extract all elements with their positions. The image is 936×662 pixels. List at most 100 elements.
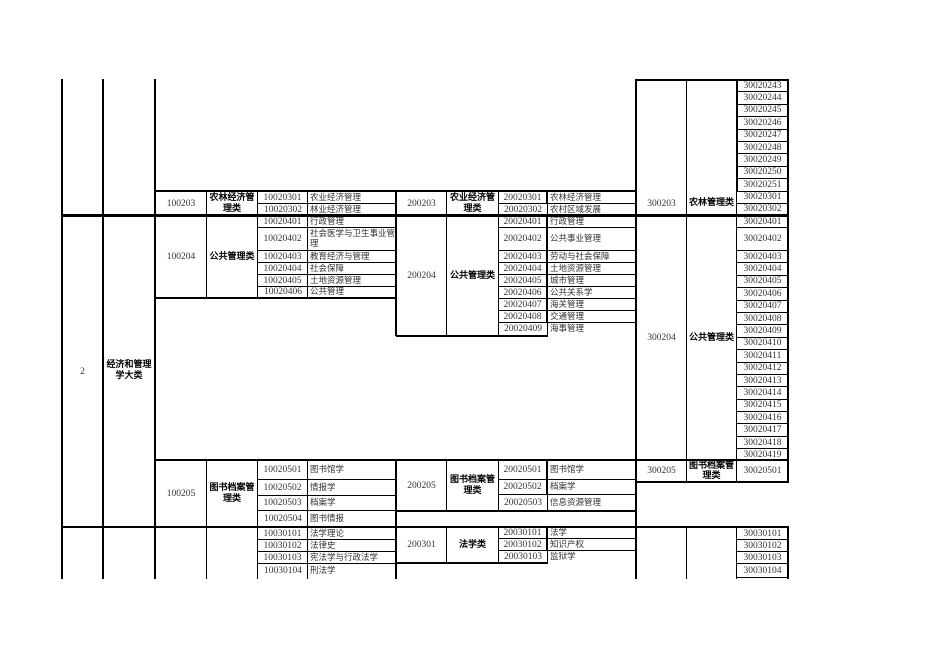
- c2-major-code: 20020407: [499, 299, 547, 311]
- c3-code-cell: 30020501: [743, 466, 782, 476]
- border-c3-name: [736, 527, 737, 579]
- border-c2-code: [446, 191, 447, 215]
- border-c2-name: [498, 461, 499, 511]
- c2-major-name: 土地资源管理: [547, 263, 636, 275]
- c3-code-cell: 30020249: [737, 154, 788, 167]
- c1-category-name: 农林经济管理类: [209, 192, 255, 214]
- border-c3-code: [686, 79, 687, 482]
- border-c3-right: [787, 527, 789, 579]
- c1-major-code: 10030103: [258, 552, 308, 564]
- c3-code-cell: 30020419: [743, 450, 782, 461]
- c3-code-cell: 30020302: [743, 204, 782, 214]
- c2-major-name: 农村区域发展: [550, 204, 602, 215]
- c3-code-cell: 30020409: [737, 325, 788, 338]
- c1-major-code: 10020501: [258, 461, 308, 480]
- c1-major-code: 10030104: [264, 565, 302, 576]
- border-c1-right: [395, 191, 397, 215]
- c3-code-cell: 30020301: [737, 191, 788, 204]
- c3-code-cell: 30020416: [737, 412, 788, 425]
- c2-major-code: 20020402: [499, 228, 547, 251]
- border-c1-right: [395, 461, 397, 579]
- c3-code-cell: 30020411: [737, 350, 788, 363]
- border-c2-204-bottom: [396, 335, 548, 337]
- c3-category-name: 公共管理类: [688, 332, 734, 343]
- c2-category-code: 200205: [407, 480, 436, 491]
- c3-code-cell: 30020245: [737, 104, 788, 118]
- c2-major-name: 知识产权: [547, 539, 636, 551]
- border-c2-205-bottom: [396, 510, 636, 512]
- c2-major-code: 20020404: [499, 263, 547, 275]
- c1-major-name: 社会保障: [307, 263, 396, 275]
- c1-category-code: 100203: [166, 198, 196, 209]
- c1-major-code: 10020406: [264, 287, 302, 297]
- c2-major-code: 20020501: [499, 461, 547, 480]
- c3-code-cell: 30020405: [737, 276, 788, 289]
- c1-major-name: 情报学: [307, 480, 396, 496]
- c2-category-code: 200204: [407, 271, 436, 281]
- border-c2-major: [547, 527, 548, 563]
- c1-major-name: 行政管理: [307, 217, 396, 228]
- c3-code-cell: 30030102: [737, 540, 788, 552]
- border-c1-major: [307, 461, 308, 579]
- c3-code-cell: 30020407: [737, 301, 788, 313]
- c2-major-name: 行政管理: [547, 217, 636, 228]
- c3-code-cell: 30020410: [737, 338, 788, 351]
- c3-code-cell: 30020401: [737, 217, 788, 228]
- border-c1-301-mid: [308, 551, 397, 552]
- c1-major-code: 10020402: [258, 228, 308, 251]
- c2-major-code: 20020409: [504, 324, 542, 334]
- c2-category-name: 图书档案管理类: [449, 474, 495, 496]
- c3-category-code: 300204: [647, 333, 676, 343]
- c2-major-name: 公共事业管理: [547, 228, 636, 251]
- big-category-name: 经济和管理学大类: [106, 360, 152, 381]
- c3-code-cell: 30020403: [737, 251, 788, 264]
- c2-major-code: 20020405: [499, 275, 547, 287]
- border-c3-code: [686, 527, 687, 579]
- c2-major-code: 20030101: [499, 528, 547, 539]
- c3-code-cell: 30020406: [737, 288, 788, 301]
- c2-major-code: 20020401: [499, 217, 547, 228]
- c2-major-name: 海关管理: [547, 299, 636, 311]
- c2-major-code: 20020503: [504, 497, 542, 508]
- c1-major-code: 10020404: [258, 263, 308, 275]
- c3-code-cell: 30020415: [737, 400, 788, 413]
- c1-major-name: 法学理论: [307, 528, 396, 540]
- border-c2-code: [446, 216, 447, 336]
- c2-category-name: 公共管理类: [449, 270, 495, 281]
- c1-major-name: 法律史: [310, 541, 336, 551]
- border-c2-code: [446, 527, 447, 563]
- c3-code-cell: 30020402: [737, 228, 788, 251]
- border-c2-name: [498, 527, 499, 563]
- c1-major-code: 10020403: [258, 251, 308, 263]
- c2-major-code: 20030102: [499, 539, 547, 551]
- border-205-top: [155, 459, 636, 461]
- c1-major-name: 图书馆学: [307, 461, 396, 480]
- border-c3-name: [736, 79, 737, 482]
- c2-category-name: 法学类: [458, 539, 486, 550]
- c3-code-cell: 30030104: [743, 565, 782, 576]
- c1-major-name: 社会医学与卫生事业管理: [307, 228, 396, 251]
- c2-major-name: 城市管理: [547, 275, 636, 287]
- border-c2-name: [498, 191, 499, 336]
- c2-major-name: 监狱学: [550, 551, 576, 562]
- c1-major-name: 林业经济管理: [310, 204, 362, 215]
- c3-code-cell: 30020243: [737, 80, 788, 93]
- c2-major-name: 农林经济管理: [547, 192, 636, 204]
- c2-major-name: 交通管理: [547, 311, 636, 323]
- c1-major-code: 10020301: [258, 192, 308, 204]
- big-category-index: 2: [80, 367, 85, 377]
- c1-major-code: 10030102: [258, 540, 308, 552]
- border-c3-301-bottom: [737, 577, 788, 578]
- c2-major-code: 20020302: [504, 204, 542, 215]
- c3-code-cell: 30020248: [737, 141, 788, 155]
- c1-major-code: 10020405: [258, 275, 308, 287]
- c3-code-cell: 30020244: [737, 92, 788, 105]
- c1-category-code: 100205: [166, 488, 196, 499]
- border-top-c3: [636, 79, 788, 81]
- c3-code-cell: 30020404: [737, 263, 788, 276]
- border-row-c1c2-203-top: [155, 190, 636, 192]
- border-c3-205-bottom: [636, 481, 789, 483]
- border-c1-name: [257, 461, 258, 579]
- c1-major-name: 土地资源管理: [307, 275, 396, 287]
